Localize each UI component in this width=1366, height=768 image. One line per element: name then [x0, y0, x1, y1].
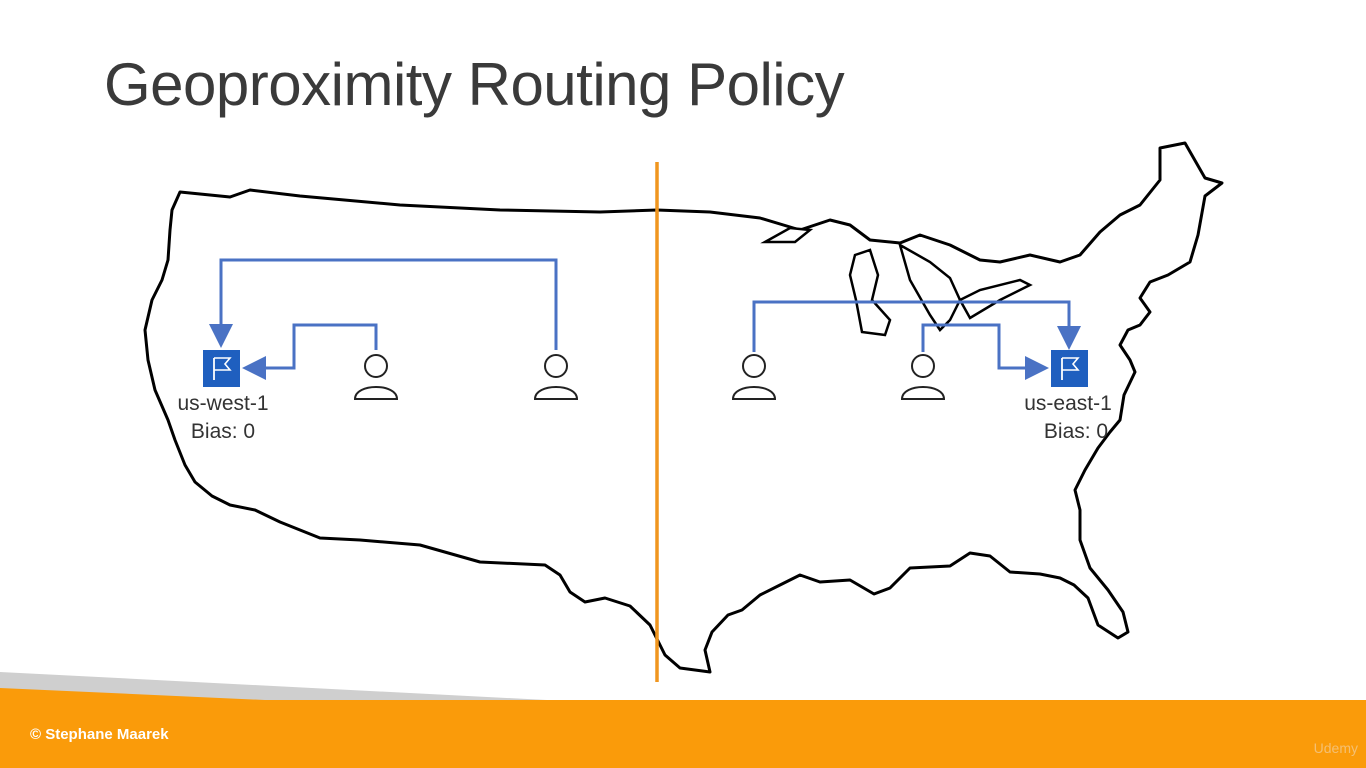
- region-label-east: us-east-1 Bias: 0: [1005, 390, 1131, 446]
- region-flag-icon-west: [203, 350, 240, 387]
- region-flag-icon-east: [1051, 350, 1088, 387]
- user-icon-west-near: [353, 354, 399, 400]
- great-lakes: [760, 226, 1033, 337]
- footer-band-fill: [0, 700, 1366, 768]
- user-icon-west-far: [533, 354, 579, 400]
- region-bias-east: Bias: 0: [1043, 420, 1109, 443]
- us-map-outline: [143, 141, 1224, 674]
- region-bias-west: Bias: 0: [190, 420, 256, 443]
- slide-title: Geoproximity Routing Policy: [104, 51, 845, 118]
- region-label-west: us-west-1 Bias: 0: [160, 390, 286, 446]
- footer-copyright: © Stephane Maarek: [30, 726, 169, 743]
- route-arrow-west-near: [242, 323, 378, 380]
- region-name-east: us-east-1: [1024, 392, 1112, 415]
- route-arrow-east-far: [752, 300, 1081, 352]
- route-arrow-west-far: [209, 258, 558, 350]
- region-name-west: us-west-1: [177, 392, 269, 415]
- route-arrow-east-near: [921, 323, 1049, 380]
- user-icon-east-near: [900, 354, 946, 400]
- user-icon-east-far: [731, 354, 777, 400]
- udemy-watermark: Udemy: [1313, 740, 1358, 756]
